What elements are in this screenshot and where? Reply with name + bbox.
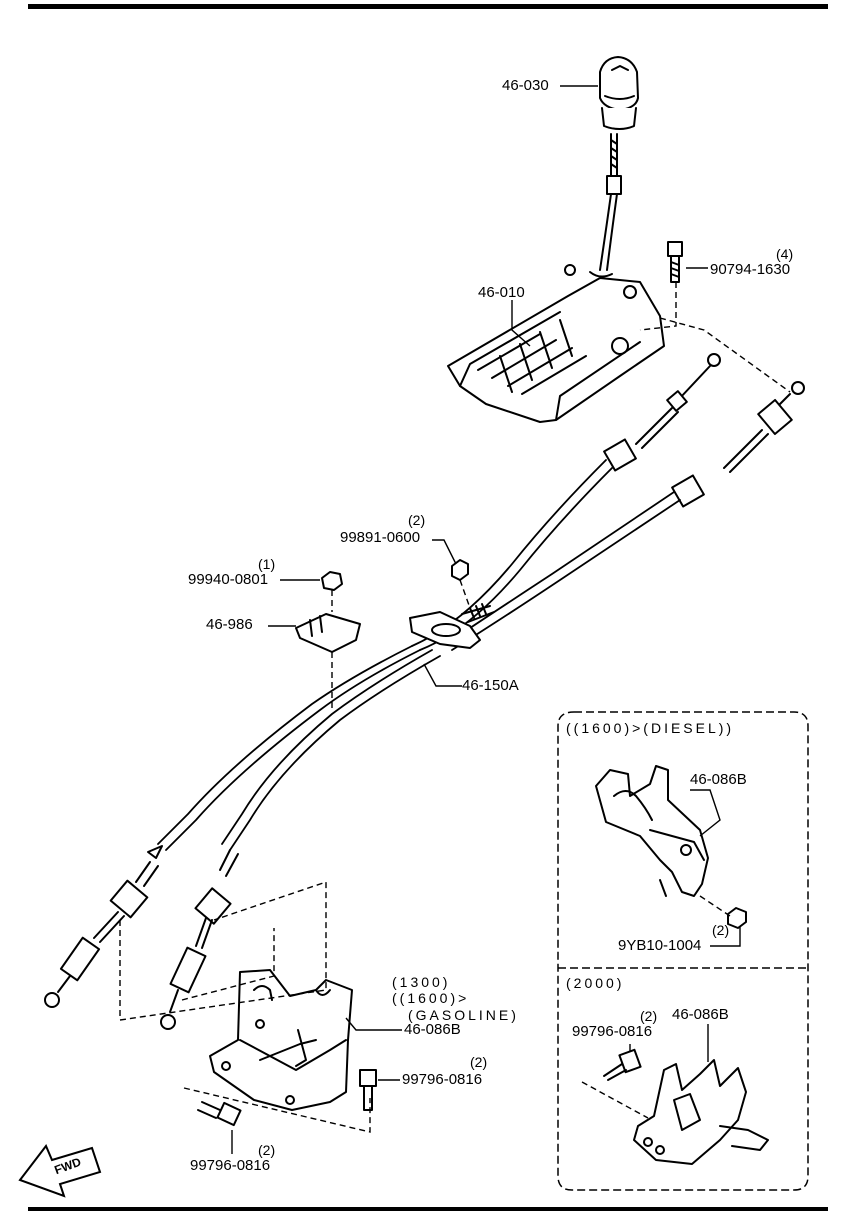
guide-grommet xyxy=(459,579,471,609)
nut-diesel xyxy=(727,907,747,929)
label-nut-small: 99940-0801 xyxy=(188,571,269,588)
nut-99940 xyxy=(321,571,343,591)
label-cable: 46-150A xyxy=(462,677,519,694)
note-1600: ((1600)> xyxy=(392,990,470,1006)
label-shifter: 46-010 xyxy=(478,284,525,301)
label-knob: 46-030 xyxy=(502,77,549,94)
shift-knob xyxy=(599,56,639,130)
leader-diesel xyxy=(690,789,721,837)
fwd-arrow-icon xyxy=(18,1144,102,1198)
bolt-main-left xyxy=(197,1101,242,1127)
variant-box xyxy=(557,711,809,1191)
note-gasoline: (GASOLINE) xyxy=(408,1007,519,1023)
guide-diesel-nut xyxy=(699,895,731,917)
shifter-base xyxy=(447,264,665,423)
bottom-border xyxy=(28,1207,828,1211)
label-bracket-diesel: 46-086B xyxy=(690,771,747,788)
bolt-2000 xyxy=(603,1048,642,1081)
qty-nut-diesel: (2) xyxy=(712,922,730,938)
guide-2000-bolt xyxy=(581,1081,649,1119)
bracket-diesel xyxy=(595,765,709,897)
shift-cables xyxy=(157,459,681,851)
qty-nut-small: (1) xyxy=(258,556,276,572)
shift-lever xyxy=(599,133,622,271)
qty-main-bolt-right: (2) xyxy=(470,1054,488,1070)
clip-46-986 xyxy=(295,613,361,653)
guide-main-box xyxy=(119,881,327,1021)
qty-nut-mid: (2) xyxy=(408,512,426,528)
label-clip: 46-986 xyxy=(206,616,253,633)
note-diesel: ((1600)>(DIESEL)) xyxy=(566,720,735,736)
qty-bolt-2000: (2) xyxy=(640,1008,658,1024)
note-1300: (1300) xyxy=(392,974,451,990)
leader-diesel-nut xyxy=(710,926,741,947)
label-bracket-main: 46-086B xyxy=(404,1021,461,1038)
leader-nut-mid xyxy=(432,539,457,565)
guide-bolt-top xyxy=(639,282,677,331)
leader-cable xyxy=(423,663,462,687)
cable-grommet xyxy=(409,603,495,649)
bracket-2000 xyxy=(633,1059,769,1165)
guide-shifter-cable xyxy=(659,317,791,393)
qty-top-bolt: (4) xyxy=(776,246,794,262)
label-main-bolt-right: 99796-0816 xyxy=(402,1071,483,1088)
cable-ends-top xyxy=(603,353,805,508)
label-top-bolt: 90794-1630 xyxy=(710,261,791,278)
cable-ends-bottom xyxy=(44,845,239,1030)
label-main-bolt-left: 99796-0816 xyxy=(190,1157,271,1174)
note-2000: (2000) xyxy=(566,975,625,991)
label-nut-diesel: 9YB10-1004 xyxy=(618,937,702,954)
nut-99891 xyxy=(451,559,469,581)
guide-main-box2 xyxy=(181,928,275,1001)
top-bolt xyxy=(667,241,683,283)
bolt-main-right xyxy=(359,1069,377,1111)
top-border xyxy=(28,4,828,9)
guide-main-bolt xyxy=(183,1087,371,1133)
leader-main xyxy=(345,1017,402,1031)
bracket-main xyxy=(209,969,353,1111)
label-bracket-2000: 46-086B xyxy=(672,1006,729,1023)
label-bolt-2000: 99796-0816 xyxy=(572,1023,653,1040)
qty-main-bolt-left: (2) xyxy=(258,1142,276,1158)
leader-shifter xyxy=(511,300,531,347)
label-nut-mid: 99891-0600 xyxy=(340,529,421,546)
